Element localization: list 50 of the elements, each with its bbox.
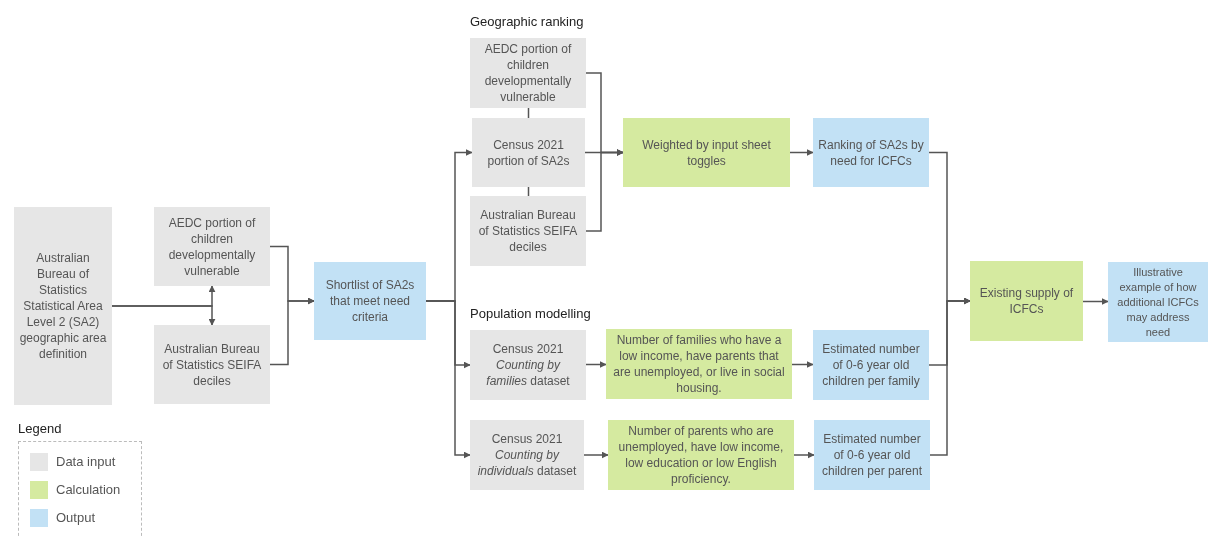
box-text: Australian Bureau of Statistics Statistical Area Level 2 (SA2) geographic area definition <box>19 250 107 362</box>
data-input-box <box>14 207 112 405</box>
section-heading: Population modelling <box>470 306 591 321</box>
box-text: Ranking of SA2s by need for ICFCs <box>818 136 924 169</box>
box-text: AEDC portion of children developmentally vulnerable <box>167 214 257 279</box>
arrow <box>425 300 471 459</box>
box-text: Number of families who have a low income, have parents that are unemployed, or live in social housing. <box>612 332 786 396</box>
box-text: Census 2021 Counting by families dataset <box>485 341 571 389</box>
data-input-box <box>472 118 585 187</box>
arrow <box>111 305 216 326</box>
output-box <box>813 118 929 187</box>
data-input-box <box>470 420 584 490</box>
data-input-box <box>470 38 586 108</box>
data-input-box <box>470 196 586 266</box>
box-text: Existing supply of ICFCs <box>978 285 1075 317</box>
output-box <box>813 330 929 400</box>
arrow <box>791 361 814 368</box>
data-input-box <box>154 207 270 286</box>
box-text: Number of parents who are unemployed, have low income, low education or low English proficiency. <box>617 423 785 487</box>
box-text: Census 2021 Counting by individuals dataset <box>476 431 578 479</box>
calculation-box <box>623 118 790 187</box>
data-input-box <box>470 330 586 400</box>
arrow <box>583 451 609 459</box>
data-input-box <box>154 325 270 404</box>
arrow <box>929 297 971 456</box>
arrow <box>585 149 624 232</box>
output-box <box>814 420 930 490</box>
arrow <box>585 361 607 368</box>
legend-text: Data input <box>56 454 116 469</box>
box-text: Estimated number of 0-6 year old children per family <box>821 341 921 389</box>
arrow <box>789 149 814 156</box>
box-text: Census 2021 portion of SA2s <box>486 136 571 169</box>
arrow <box>1082 298 1109 305</box>
output-box <box>314 262 426 340</box>
arrow <box>793 451 815 459</box>
calculation-box <box>608 420 794 490</box>
legend-text: Output <box>56 510 96 525</box>
box-text: Estimated number of 0-6 year old children per parent <box>820 431 924 479</box>
legend-text: Calculation <box>56 482 121 497</box>
box-text: AEDC portion of children developmentally vulnerable <box>483 41 573 105</box>
box-text: Australian Bureau of Statistics SEIFA deciles <box>477 207 579 255</box>
arrow <box>269 297 315 366</box>
box-text: Illustrative example of how additional ICFCs may address need <box>1116 264 1200 340</box>
calculation-box <box>970 261 1083 341</box>
section-heading: Geographic ranking <box>470 14 584 29</box>
legend-title: Legend <box>18 421 62 436</box>
output-box <box>1108 262 1208 342</box>
box-text: Shortlist of SA2s that meet need criteria <box>324 277 416 325</box>
box-text: Australian Bureau of Statistics SEIFA deciles <box>161 340 263 389</box>
box-text: Weighted by input sheet toggles <box>641 136 772 169</box>
